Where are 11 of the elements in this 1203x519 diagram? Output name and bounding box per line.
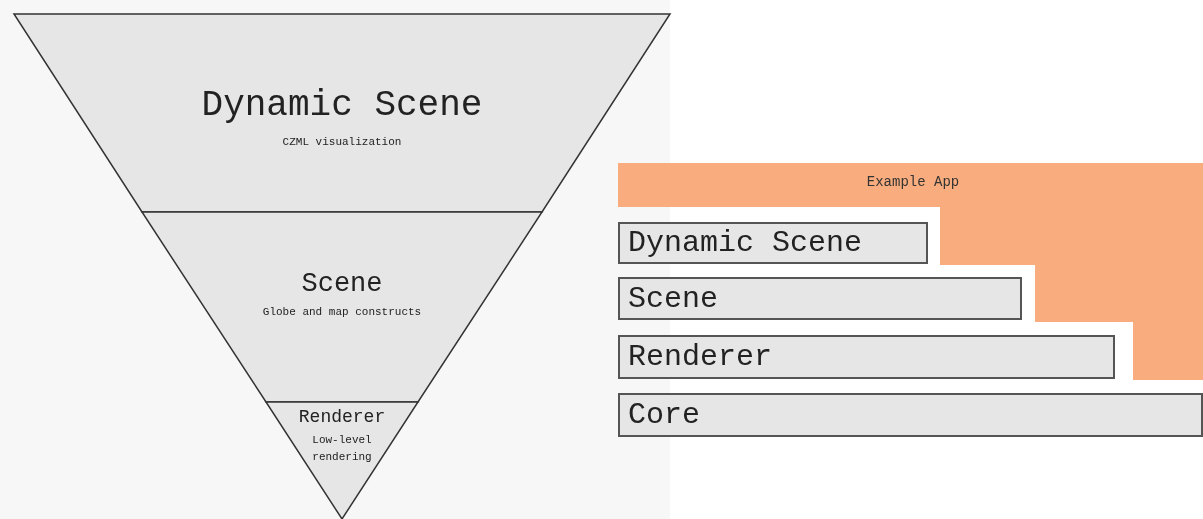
band-title: Scene xyxy=(300,270,384,300)
layer-box: Core xyxy=(618,393,1203,437)
layer-box: Scene xyxy=(618,277,1022,320)
band-subtitle: Low-level rendering xyxy=(311,433,373,465)
layer-box: Dynamic Scene xyxy=(618,222,928,264)
band-subtitle: CZML visualization xyxy=(281,135,403,150)
band-title: Renderer xyxy=(297,408,387,428)
layer-box: Renderer xyxy=(618,335,1115,379)
band-title: Dynamic Scene xyxy=(200,86,484,126)
band-subtitle: Globe and map constructs xyxy=(261,305,423,320)
app-label: Example App xyxy=(865,174,961,190)
